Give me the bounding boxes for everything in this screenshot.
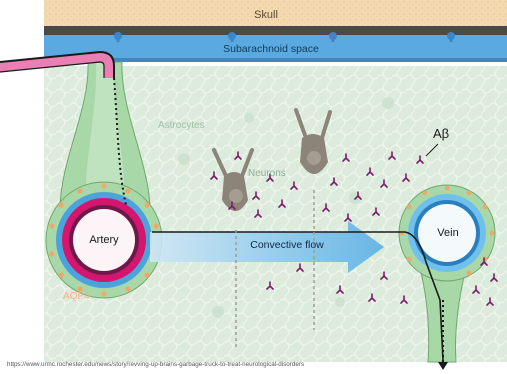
convective-flow-label: Convective flow: [232, 239, 342, 251]
artery-label: Artery: [79, 234, 129, 246]
aqp4-label: AQP4: [63, 291, 90, 302]
astrocytes-label: Astrocytes: [158, 120, 205, 131]
abeta-label: Aβ: [433, 126, 449, 141]
subarachnoid-label: Subarachnoid space: [196, 43, 346, 55]
dura-layer: [44, 26, 507, 35]
source-url: https://www.urmc.rochester.edu/news/stor…: [7, 361, 304, 368]
skull-label: Skull: [236, 9, 296, 21]
vein-label: Vein: [428, 227, 468, 239]
arrow-down-icon: [438, 362, 448, 370]
neurons-label: Neurons: [248, 168, 286, 179]
